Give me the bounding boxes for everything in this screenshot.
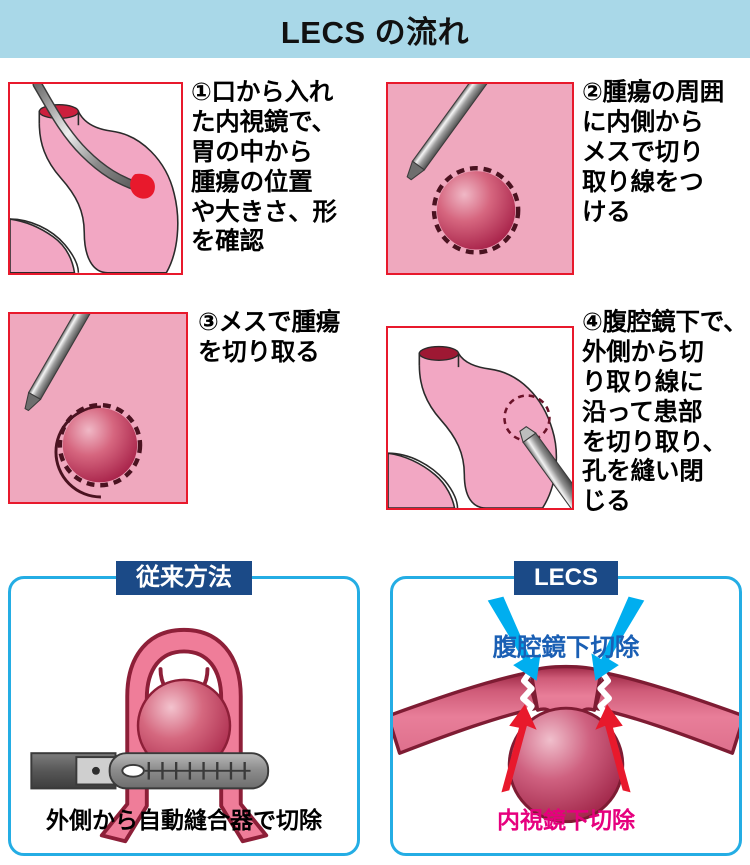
step-4-text: ④腹腔鏡下で、 外側から切 り取り線に 沿って患部 を切り取り、 孔を縫い閉 じ… [582,309,748,516]
stomach-endoscope-locating-tumor-icon [10,84,179,273]
endoscopic-arrow-left-icon [501,704,537,793]
step-2: ②腫瘍の周囲 に内側から メスで切り 取り線をつ ける [386,79,724,275]
stomach-wall-pulled-up-with-stapler-icon [30,627,270,844]
step-3-text: ③メスで腫瘍 を切り取る [198,309,341,366]
step-1: ①口から入れ た内視鏡で、 胃の中から 腫瘍の位置 や大きさ、形 を確認 [8,79,337,275]
scalpel-cutting-tumor-icon [24,314,143,499]
step-4: ④腹腔鏡下で、 外側から切 り取り線に 沿って患部 を切り取り、 孔を縫い閉 じ… [386,309,748,517]
lecs-method-label: LECS [513,561,619,596]
scalpel-marking-dashed-circle-around-tumor-icon [406,84,521,255]
header-band: LECS の流れ [0,0,750,58]
conventional-method-label: 従来方法 [116,561,252,596]
conventional-method-caption: 外側から自動縫合器で切除 [46,807,322,833]
step-4-figure [386,326,574,510]
step-2-text: ②腫瘍の周囲 に内側から メスで切り 取り線をつ ける [582,79,725,226]
step-3-figure [8,312,188,504]
stomach-wall-arc-with-tumor-and-arrows-icon: 腹腔鏡下切除 [393,596,739,824]
step-1-text: ①口から入れ た内視鏡で、 胃の中から 腫瘍の位置 や大きさ、形 を確認 [191,79,337,256]
lecs-method-caption: 内視鏡下切除 [497,807,635,833]
stomach-outside-laparoscope-dashed-circle-icon [388,345,572,508]
step-1-figure [8,82,183,275]
step-2-figure [386,82,574,275]
conventional-method-card: 従来方法 [8,561,360,856]
laparoscopic-resection-annotation: 腹腔鏡下切除 [493,632,640,661]
laparoscopic-arrow-left-icon [487,596,541,681]
lecs-method-card: LECS [390,561,742,856]
page-title: LECS の流れ [280,14,470,50]
endoscopic-arrow-right-icon [595,704,631,793]
step-3: ③メスで腫瘍 を切り取る [8,309,340,504]
laparoscopic-arrow-right-icon [591,596,645,681]
